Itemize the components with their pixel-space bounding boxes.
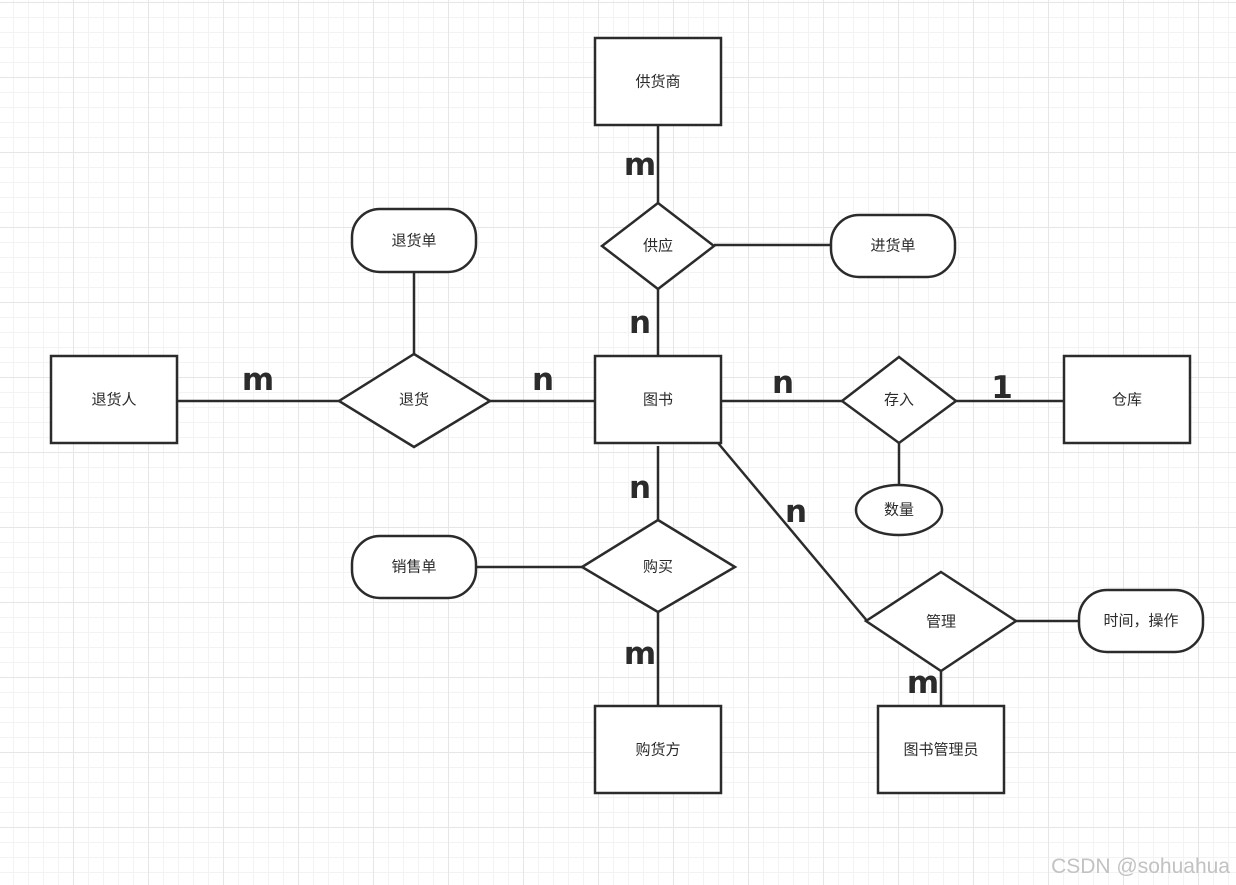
entity-buyer: 购货方 — [593, 704, 723, 795]
relation-store-in-label: 存入 — [884, 391, 914, 409]
entity-warehouse: 仓库 — [1062, 354, 1192, 445]
relation-supply: 供应 — [599, 201, 717, 291]
card-buy-buyer: m — [624, 636, 656, 672]
entity-supplier-label: 供货商 — [635, 73, 680, 91]
card-book-store: n — [772, 365, 794, 401]
attr-purchase-order-label: 进货单 — [870, 237, 915, 255]
connectors — [177, 125, 1079, 706]
card-book-buy: n — [629, 470, 651, 506]
attr-time-operation-label: 时间，操作 — [1103, 612, 1178, 630]
attr-purchase-order: 进货单 — [829, 213, 957, 279]
relation-manage: 管理 — [863, 570, 1019, 673]
card-manage-librarian: m — [907, 665, 939, 701]
attr-quantity: 数量 — [854, 483, 944, 537]
attr-quantity-label: 数量 — [884, 501, 914, 519]
card-store-warehouse: 1 — [991, 370, 1013, 406]
card-supply-book: n — [629, 305, 651, 341]
entity-returner-label: 退货人 — [91, 391, 136, 409]
attr-sales-order-label: 销售单 — [391, 558, 436, 576]
attr-time-operation: 时间，操作 — [1077, 588, 1205, 654]
card-return-book: n — [532, 362, 554, 398]
entity-supplier: 供货商 — [593, 36, 723, 127]
card-book-manage: n — [785, 494, 807, 530]
entity-returner: 退货人 — [49, 354, 179, 445]
relation-supply-label: 供应 — [643, 237, 673, 255]
attr-sales-order: 销售单 — [350, 534, 478, 600]
entity-book: 图书 — [593, 354, 723, 445]
edge-book-manage — [717, 442, 869, 623]
entity-warehouse-label: 仓库 — [1112, 391, 1142, 409]
card-supplier-supply: m — [624, 147, 656, 183]
relation-buy-label: 购买 — [643, 558, 673, 576]
attr-return-order-label: 退货单 — [391, 232, 436, 250]
watermark: CSDN @sohuahua — [1051, 855, 1230, 878]
entity-librarian: 图书管理员 — [876, 704, 1006, 795]
entity-buyer-label: 购货方 — [635, 741, 680, 759]
attr-return-order: 退货单 — [350, 207, 478, 274]
relation-return: 退货 — [336, 352, 493, 449]
relation-manage-label: 管理 — [926, 613, 956, 631]
cardinality-labels: m n m n n 1 n m n m — [242, 147, 1013, 701]
relation-buy: 购买 — [579, 518, 738, 614]
relation-store-in: 存入 — [839, 355, 959, 445]
entity-book-label: 图书 — [643, 391, 673, 409]
relation-return-label: 退货 — [399, 391, 429, 409]
entity-librarian-label: 图书管理员 — [903, 741, 978, 759]
card-returner-return: m — [242, 362, 274, 398]
